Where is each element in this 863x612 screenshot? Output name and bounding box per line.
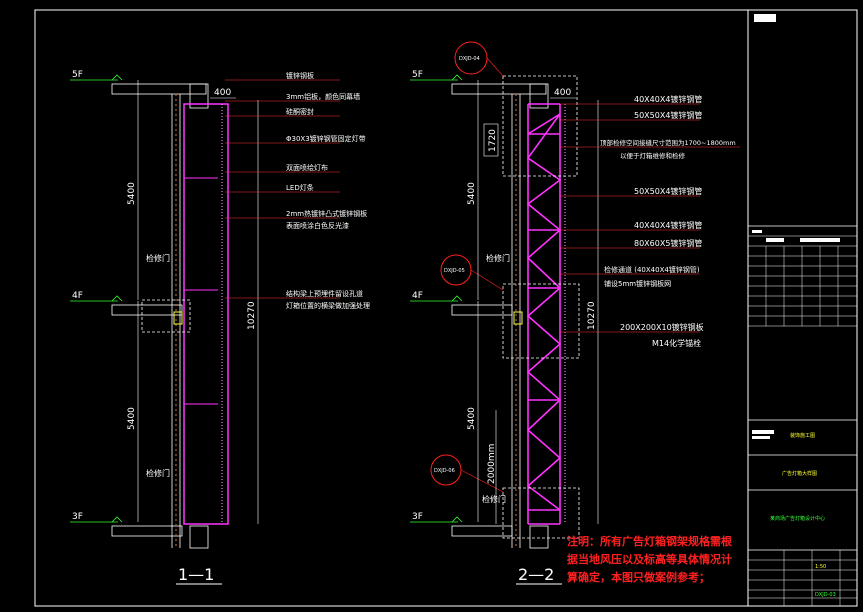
sheet-border [34,9,858,607]
door-label: 检修门 [146,253,170,263]
access-door-box-bottom [502,487,580,539]
slab-4f [111,304,183,316]
door-label: 检修门 [486,253,510,263]
detail-callout-05: DXJD-05 [440,254,504,291]
svg-text:5400: 5400 [467,407,477,430]
embed-plate-right [513,311,523,325]
svg-text:注明：所有广告灯箱钢架规格需根: 注明：所有广告灯箱钢架规格需根 [567,534,733,548]
section-title: 2—2 [518,565,554,584]
title-block: 装饰施工图 广告灯箱大样图 某商场广告灯箱设计中心 1:50 DXJD-03 [748,14,857,606]
slab-5f [111,83,209,109]
level-mark-5f: 5F [70,70,123,81]
svg-text:DXJD-05: DXJD-05 [444,268,465,274]
svg-text:4F: 4F [72,291,83,301]
svg-text:5F: 5F [412,70,423,80]
annotation: Φ30X3镀锌钢管固定灯带 [286,134,366,143]
embed-plate-left [173,311,183,325]
annotation: 50X50X4镀锌钢管 [634,110,702,120]
svg-text:400: 400 [214,88,231,98]
slab-3f [111,525,209,549]
annotation: 铺设5mm镀锌钢板网 [604,279,671,288]
door-label: 检修门 [482,494,506,504]
dim-total-right: 10270 [587,100,599,524]
dim-total-left: 10270 [247,100,259,524]
title-block-scale: 1:50 [815,564,826,570]
title-block-company: 某商场广告灯箱设计中心 [770,515,825,522]
svg-text:据当地风压以及标高等具体情况计: 据当地风压以及标高等具体情况计 [567,552,732,566]
level-mark-4f: 4F [70,291,123,302]
annotation: M14化学锚栓 [652,338,701,348]
level-mark-5f: 5F [410,70,463,81]
annotation: 40X40X4镀锌钢管 [634,220,702,230]
annotation: 结构梁上预埋件留设孔道 [286,289,363,298]
steel-truss [526,103,562,525]
svg-text:DXJD-06: DXJD-06 [434,468,455,474]
svg-text:10270: 10270 [587,301,597,330]
lightbox-rails [184,177,218,405]
slab-5f [451,83,547,95]
annotation: 双面喷绘灯布 [286,163,328,172]
svg-text:4F: 4F [412,291,423,301]
dim-top-right: 400 [550,88,576,99]
annotation: LED灯条 [286,183,314,192]
column-bottom [529,525,549,549]
svg-text:3F: 3F [72,512,83,522]
section-1-1: 5F 4F 3F [70,70,370,585]
svg-text:5F: 5F [72,70,83,80]
svg-text:10270: 10270 [247,301,257,330]
column-top [529,83,549,109]
level-mark-4f: 4F [410,291,463,302]
annotation: 50X50X4镀锌钢管 [634,186,702,196]
dim-upper-left: 5400 [127,80,139,300]
annotation: 镀锌钢板 [286,71,314,80]
dim-lower-left: 5400 [127,301,139,522]
annotation: 灯箱位置的横梁做加强处理 [286,301,370,310]
annotation-leaders-left [225,79,340,299]
dim-top-left: 400 [210,88,236,99]
svg-text:5400: 5400 [127,182,137,205]
svg-text:5400: 5400 [467,182,477,205]
annotation: 3mm铝板，颜色同幕墙 [286,92,360,101]
annotation: 80X60X5镀锌钢管 [634,238,702,248]
dim-lower-right: 5400 [467,301,479,522]
title-block-drawing-title: 广告灯箱大样图 [782,470,817,477]
svg-text:DXJD-04: DXJD-04 [459,56,480,62]
dim-segment-right: 1720 [483,123,499,157]
section-title: 1—1 [178,565,214,584]
annotation: 以便于灯箱维修和检修 [620,151,686,160]
general-note: 注明：所有广告灯箱钢架规格需根 据当地风压以及标高等具体情况计 算确定，本图只做… [566,534,733,584]
svg-text:1720: 1720 [488,129,498,152]
annotation: 40X40X4镀锌钢管 [634,94,702,104]
access-door-box-mid [502,283,580,359]
level-mark-3f: 3F [410,512,463,523]
dim-upper-right: 5400 [467,80,479,300]
title-block-project: 装饰施工图 [790,432,815,439]
dim-door-right: 2000mm [487,410,497,524]
svg-text:5400: 5400 [127,407,137,430]
door-label: 检修门 [146,468,170,478]
svg-text:2000mm: 2000mm [487,444,497,484]
annotation: 硅酮密封 [286,107,314,116]
title-block-sheet-no: DXJD-03 [815,592,836,598]
section-2-2: 5F 4F 3F [410,41,740,585]
annotation-leaders-right [560,103,740,333]
maintenance-zone-top [502,75,578,177]
annotation: 2mm热镀锌凸式镀锌钢板 [286,209,367,218]
svg-text:算确定，本图只做案例参考；: 算确定，本图只做案例参考； [566,570,710,584]
svg-text:400: 400 [554,88,571,98]
lightbox-frame-left [183,103,229,525]
annotation: 顶部检修空间接缝尺寸范围为1700~1800mm [600,138,736,147]
detail-callout-04: DXJD-04 [454,41,504,77]
svg-text:3F: 3F [412,512,423,522]
annotation: 检修通道 (40X40X4镀锌钢管) [604,265,700,274]
level-mark-3f: 3F [70,512,123,523]
annotation: 200X200X10镀锌钢板 [620,322,704,332]
annotation: 表面喷涂白色反光漆 [286,221,349,230]
